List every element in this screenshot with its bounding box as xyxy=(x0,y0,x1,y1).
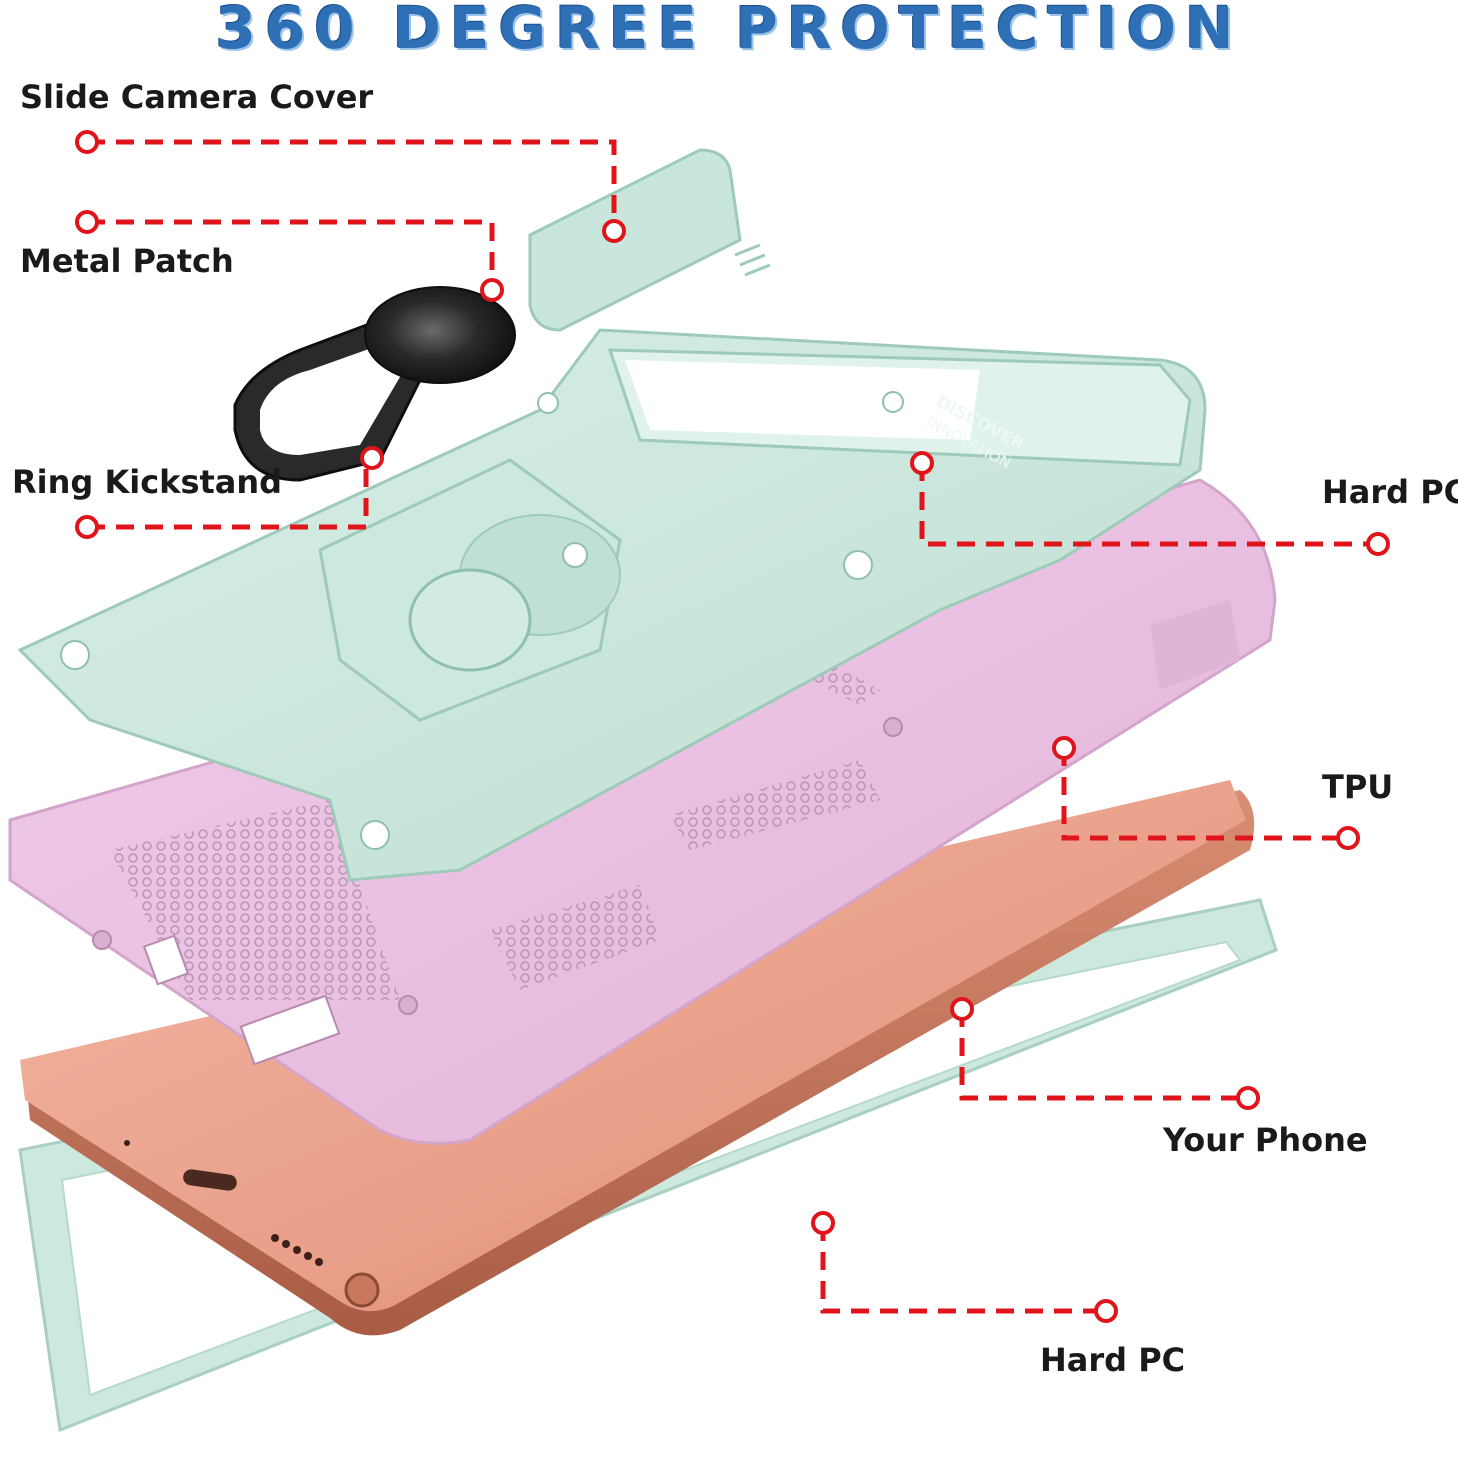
page-title: 360 DEGREE PROTECTION xyxy=(215,0,1243,62)
metal-patch-disc xyxy=(364,286,516,384)
pink-tpu-layer xyxy=(8,478,1277,1145)
label-ring-kickstand: Ring Kickstand xyxy=(12,463,283,501)
leader-lines xyxy=(87,139,1378,1314)
label-hard-pc-bottom: Hard PC xyxy=(1040,1341,1186,1379)
slide-camera-cover-illustration xyxy=(528,148,771,332)
label-hard-pc-top: Hard PC xyxy=(1322,473,1458,511)
phone-illustration xyxy=(20,780,1255,1336)
label-slide-camera-cover: Slide Camera Cover xyxy=(20,78,374,116)
leader-endpoints xyxy=(75,130,1390,1323)
mint-hard-pc-back: DISCOVER INNOVATION xyxy=(17,328,1207,882)
label-your-phone: Your Phone xyxy=(1163,1121,1368,1159)
label-metal-patch: Metal Patch xyxy=(20,242,234,280)
ring-kickstand-illustration xyxy=(233,286,516,482)
label-tpu: TPU xyxy=(1322,768,1394,806)
